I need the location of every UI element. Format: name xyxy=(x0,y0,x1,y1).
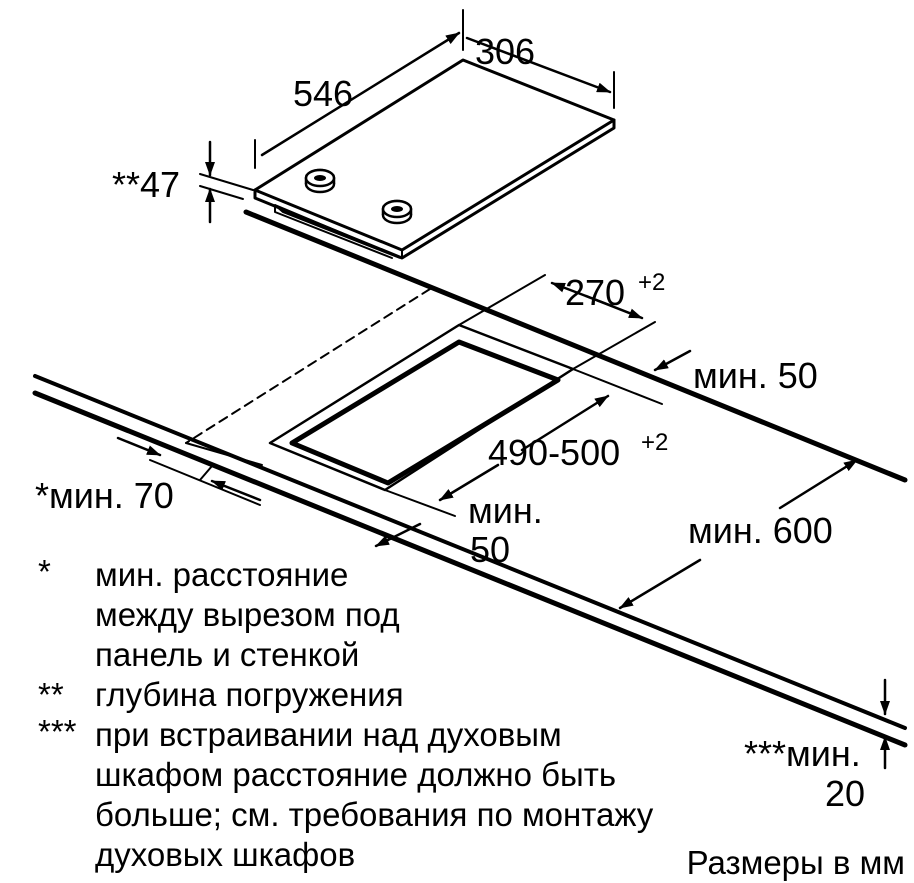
footnote-text: шкафом расстояние должно быть xyxy=(95,756,617,793)
hob-dimensions xyxy=(199,9,615,224)
dim-wall-clearance: мин. 600 xyxy=(688,510,833,551)
countertop-front-edge xyxy=(33,374,907,730)
cutout xyxy=(185,274,663,517)
units-caption: Размеры в мм xyxy=(687,844,905,881)
dim-front-clearance-2: 50 xyxy=(470,529,510,570)
footnote-text: глубина погружения xyxy=(95,676,404,713)
cutout-dashed-line xyxy=(185,288,431,444)
countertop xyxy=(32,209,908,748)
cutout-inner xyxy=(289,339,561,486)
dim-cutout-length-tol: +2 xyxy=(641,429,668,456)
dim-depth: **47 xyxy=(112,164,180,205)
footnote-mark: ** xyxy=(38,676,64,713)
hob-body-edge xyxy=(274,204,393,259)
dim-cutout-depth-tol: +2 xyxy=(638,269,665,296)
footnote-text: между вырезом под xyxy=(95,596,400,633)
knob-icon xyxy=(304,168,336,194)
dim-back-clearance: мин. 50 xyxy=(693,355,818,396)
footnote-mark: *** xyxy=(38,713,77,750)
hob xyxy=(253,58,616,260)
footnote-text: панель и стенкой xyxy=(95,636,360,673)
countertop-front-bottom-edge xyxy=(32,390,908,748)
cutout-dimensions xyxy=(116,281,890,770)
footnote-text: больше; см. требования по монтажу xyxy=(95,796,654,833)
countertop-back-edge xyxy=(243,209,908,483)
dim-cutout-length: 490-500 xyxy=(488,432,620,473)
dim-front-clearance-1: мин. xyxy=(468,490,543,531)
dim-oven-clearance-2: 20 xyxy=(825,773,865,814)
footnote-text: духовых шкафов xyxy=(95,836,356,873)
footnote-mark: * xyxy=(38,553,51,590)
dim-width: 306 xyxy=(475,31,535,72)
hob-body xyxy=(274,204,401,259)
footnote-text: мин. расстояние xyxy=(95,556,349,593)
dim-length: 546 xyxy=(293,73,353,114)
knob-icon xyxy=(381,199,413,225)
dim-oven-clearance-1: ***мин. xyxy=(744,733,861,774)
footnote-text: при встраивании над духовым xyxy=(95,716,562,753)
dim-side-clearance: *мин. 70 xyxy=(35,475,174,516)
dim-cutout-depth: 270 xyxy=(565,272,625,313)
